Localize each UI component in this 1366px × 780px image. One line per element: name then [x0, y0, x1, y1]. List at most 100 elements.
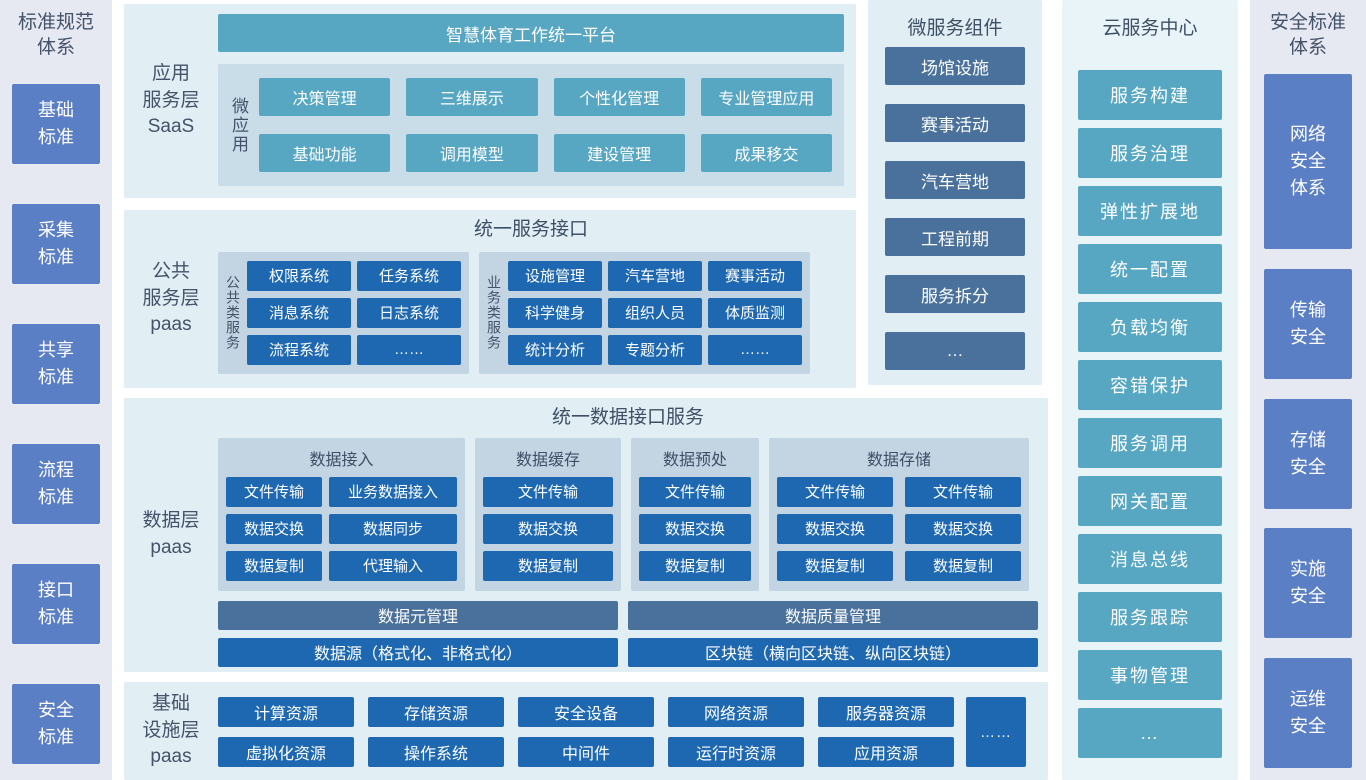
data-preprocess-title: 数据预处: [662, 451, 727, 469]
cache-box-exchange: 数据交换: [483, 513, 613, 544]
cloud-box-invoke: 服务调用: [1078, 418, 1222, 468]
app-box-construction: 建设管理: [553, 134, 685, 172]
infrastructure-layer-label: 基础 设施层 paas: [142, 693, 200, 768]
micro-box-venues: 场馆设施: [885, 47, 1025, 85]
infra-box-more: ……: [966, 697, 1026, 767]
biz-box-monitoring: 体质监测: [708, 297, 802, 328]
micro-box-events: 赛事活动: [885, 104, 1025, 142]
app-box-personalization: 个性化管理: [553, 78, 685, 116]
cloud-box-gateway: 网关配置: [1078, 476, 1222, 526]
data-box-exchange: 数据交换: [226, 513, 322, 544]
svc-box-log: 日志系统: [357, 297, 461, 328]
common-services-group: 公共类服务 权限系统 任务系统 消息系统 日志系统 流程系统 ……: [218, 251, 469, 374]
pre-box-file-transfer: 文件传输: [639, 476, 751, 507]
data-quality-bar: 数据质量管理: [628, 600, 1038, 630]
microservices-panel: 微服务组件 场馆设施 赛事活动 汽车营地 工程前期 服务拆分 …: [868, 0, 1042, 385]
store-box-replication-1: 数据复制: [777, 550, 893, 581]
standard-box-basic: 基础 标准: [12, 84, 100, 164]
data-preprocess-group: 数据预处 文件传输 数据交换 数据复制: [631, 437, 759, 591]
cloud-center-list: 服务构建 服务治理 弹性扩展地 统一配置 负载均衡 容错保护 服务调用 网关配置…: [1062, 70, 1238, 758]
business-services-group: 业务类服务 设施管理 汽车营地 赛事活动 科学健身 组织人员 体质监测 统计分析…: [479, 251, 810, 374]
security-box-network: 网络 安全 体系: [1264, 74, 1352, 249]
data-access-grid: 文件传输 业务数据接入 数据交换 数据同步 数据复制 代理输入: [226, 476, 457, 581]
security-box-operations: 运维 安全: [1264, 658, 1352, 768]
svc-box-task: 任务系统: [357, 260, 461, 291]
app-box-decision: 决策管理: [259, 78, 391, 116]
data-cache-title: 数据缓存: [515, 451, 580, 469]
app-service-layer-content: 智慧体育工作统一平台 微应用 决策管理 三维展示 个性化管理 专业管理应用 基础…: [218, 4, 856, 198]
cloud-box-transaction: 事物管理: [1078, 650, 1222, 700]
security-box-implementation: 实施 安全: [1264, 528, 1352, 639]
data-box-file-transfer: 文件传输: [226, 476, 322, 507]
svc-box-message: 消息系统: [247, 297, 351, 328]
store-box-exchange-2: 数据交换: [905, 513, 1021, 544]
infra-box-storage: 存储资源: [368, 697, 504, 727]
micro-app-panel: 微应用 决策管理 三维展示 个性化管理 专业管理应用 基础功能 调用模型 建设管…: [218, 64, 844, 186]
standards-panel-title: 标准规范 体系: [17, 12, 94, 59]
data-access-title: 数据接入: [309, 451, 374, 469]
data-storage-group: 数据存储 文件传输 文件传输 数据交换 数据交换 数据复制 数据复制: [769, 437, 1029, 591]
micro-box-preproject: 工程前期: [885, 218, 1025, 256]
infrastructure-row-2: 虚拟化资源 操作系统 中间件 运行时资源 应用资源: [218, 737, 954, 767]
infrastructure-wrap: 计算资源 存储资源 安全设备 网络资源 服务器资源 虚拟化资源 操作系统 中间件…: [218, 697, 1036, 767]
business-services-label: 业务类服务: [486, 275, 502, 351]
svc-box-permission: 权限系统: [247, 260, 351, 291]
data-meta-bar: 数据元管理: [218, 600, 618, 630]
data-bars-row-2: 数据源（格式化、非格式化） 区块链（横向区块链、纵向区块链）: [218, 637, 1038, 667]
micro-box-camping: 汽车营地: [885, 161, 1025, 199]
biz-box-more: ……: [708, 334, 802, 365]
store-box-file-transfer-1: 文件传输: [777, 476, 893, 507]
data-preprocess-grid: 文件传输 数据交换 数据复制: [639, 476, 751, 581]
standards-list: 基础 标准 采集 标准 共享 标准 流程 标准 接口 标准 安全 标准: [0, 84, 112, 764]
data-layer-label: 数据层 paas: [142, 510, 200, 558]
data-box-sync: 数据同步: [329, 513, 457, 544]
data-access-group: 数据接入 文件传输 业务数据接入 数据交换 数据同步 数据复制 代理输入: [218, 437, 465, 591]
app-service-layer-label: 应用 服务层 SaaS: [142, 63, 200, 138]
cache-box-replication: 数据复制: [483, 550, 613, 581]
micro-box-split: 服务拆分: [885, 275, 1025, 313]
cloud-box-load-balance: 负载均衡: [1078, 302, 1222, 352]
biz-box-fitness: 科学健身: [508, 297, 602, 328]
infrastructure-row-1: 计算资源 存储资源 安全设备 网络资源 服务器资源: [218, 697, 954, 727]
app-box-handover: 成果移交: [700, 134, 832, 172]
public-service-layer-section: 公共 服务层 paas 统一服务接口 公共类服务 权限系统 任务系统 消息系统 …: [124, 210, 856, 388]
store-box-file-transfer-2: 文件传输: [905, 476, 1021, 507]
infra-box-os: 操作系统: [368, 737, 504, 767]
store-box-exchange-1: 数据交换: [777, 513, 893, 544]
data-groups: 数据接入 文件传输 业务数据接入 数据交换 数据同步 数据复制 代理输入 数据缓…: [218, 437, 1038, 591]
cloud-center-panel: 云服务中心 服务构建 服务治理 弹性扩展地 统一配置 负载均衡 容错保护 服务调…: [1062, 0, 1238, 780]
data-cache-grid: 文件传输 数据交换 数据复制: [483, 476, 613, 581]
data-box-replication: 数据复制: [226, 550, 322, 581]
infra-box-security-device: 安全设备: [518, 697, 654, 727]
app-box-3d: 三维展示: [406, 78, 538, 116]
standard-box-security: 安全 标准: [12, 684, 100, 764]
cloud-box-message-bus: 消息总线: [1078, 534, 1222, 584]
data-storage-grid: 文件传输 文件传输 数据交换 数据交换 数据复制 数据复制: [777, 476, 1021, 581]
common-services-grid: 权限系统 任务系统 消息系统 日志系统 流程系统 ……: [247, 260, 461, 365]
infrastructure-layer-content: 计算资源 存储资源 安全设备 网络资源 服务器资源 虚拟化资源 操作系统 中间件…: [218, 682, 1048, 780]
micro-app-grid: 决策管理 三维展示 个性化管理 专业管理应用 基础功能 调用模型 建设管理 成果…: [259, 78, 832, 172]
micro-box-more: …: [885, 332, 1025, 370]
biz-box-camping: 汽车营地: [608, 260, 702, 291]
public-service-layer-content: 统一服务接口 公共类服务 权限系统 任务系统 消息系统 日志系统 流程系统 ………: [218, 210, 856, 388]
data-box-business-access: 业务数据接入: [329, 476, 457, 507]
biz-box-analysis: 专题分析: [608, 334, 702, 365]
infra-box-middleware: 中间件: [518, 737, 654, 767]
blockchain-bar: 区块链（横向区块链、纵向区块链）: [628, 637, 1038, 667]
cloud-box-governance: 服务治理: [1078, 128, 1222, 178]
svc-box-more: ……: [357, 334, 461, 365]
data-layer-section: 数据层 paas 统一数据接口服务 数据接入 文件传输 业务数据接入 数据交换 …: [124, 398, 1048, 672]
pre-box-replication: 数据复制: [639, 550, 751, 581]
standard-box-collection: 采集 标准: [12, 204, 100, 284]
cache-box-file-transfer: 文件传输: [483, 476, 613, 507]
security-box-transport: 传输 安全: [1264, 268, 1352, 379]
microservices-list: 场馆设施 赛事活动 汽车营地 工程前期 服务拆分 …: [868, 47, 1042, 370]
platform-header: 智慧体育工作统一平台: [218, 14, 844, 52]
cloud-center-title: 云服务中心: [1102, 18, 1198, 39]
biz-box-personnel: 组织人员: [608, 297, 702, 328]
service-groups: 公共类服务 权限系统 任务系统 消息系统 日志系统 流程系统 …… 业务类服务 …: [218, 251, 844, 374]
security-standards-panel: 安全标准 体系 网络 安全 体系 传输 安全 存储 安全 实施 安全 运维 安全: [1250, 0, 1366, 780]
infra-box-application: 应用资源: [818, 737, 954, 767]
app-service-layer-section: 应用 服务层 SaaS 智慧体育工作统一平台 微应用 决策管理 三维展示 个性化…: [124, 4, 856, 198]
microservices-title: 微服务组件: [907, 18, 1003, 39]
